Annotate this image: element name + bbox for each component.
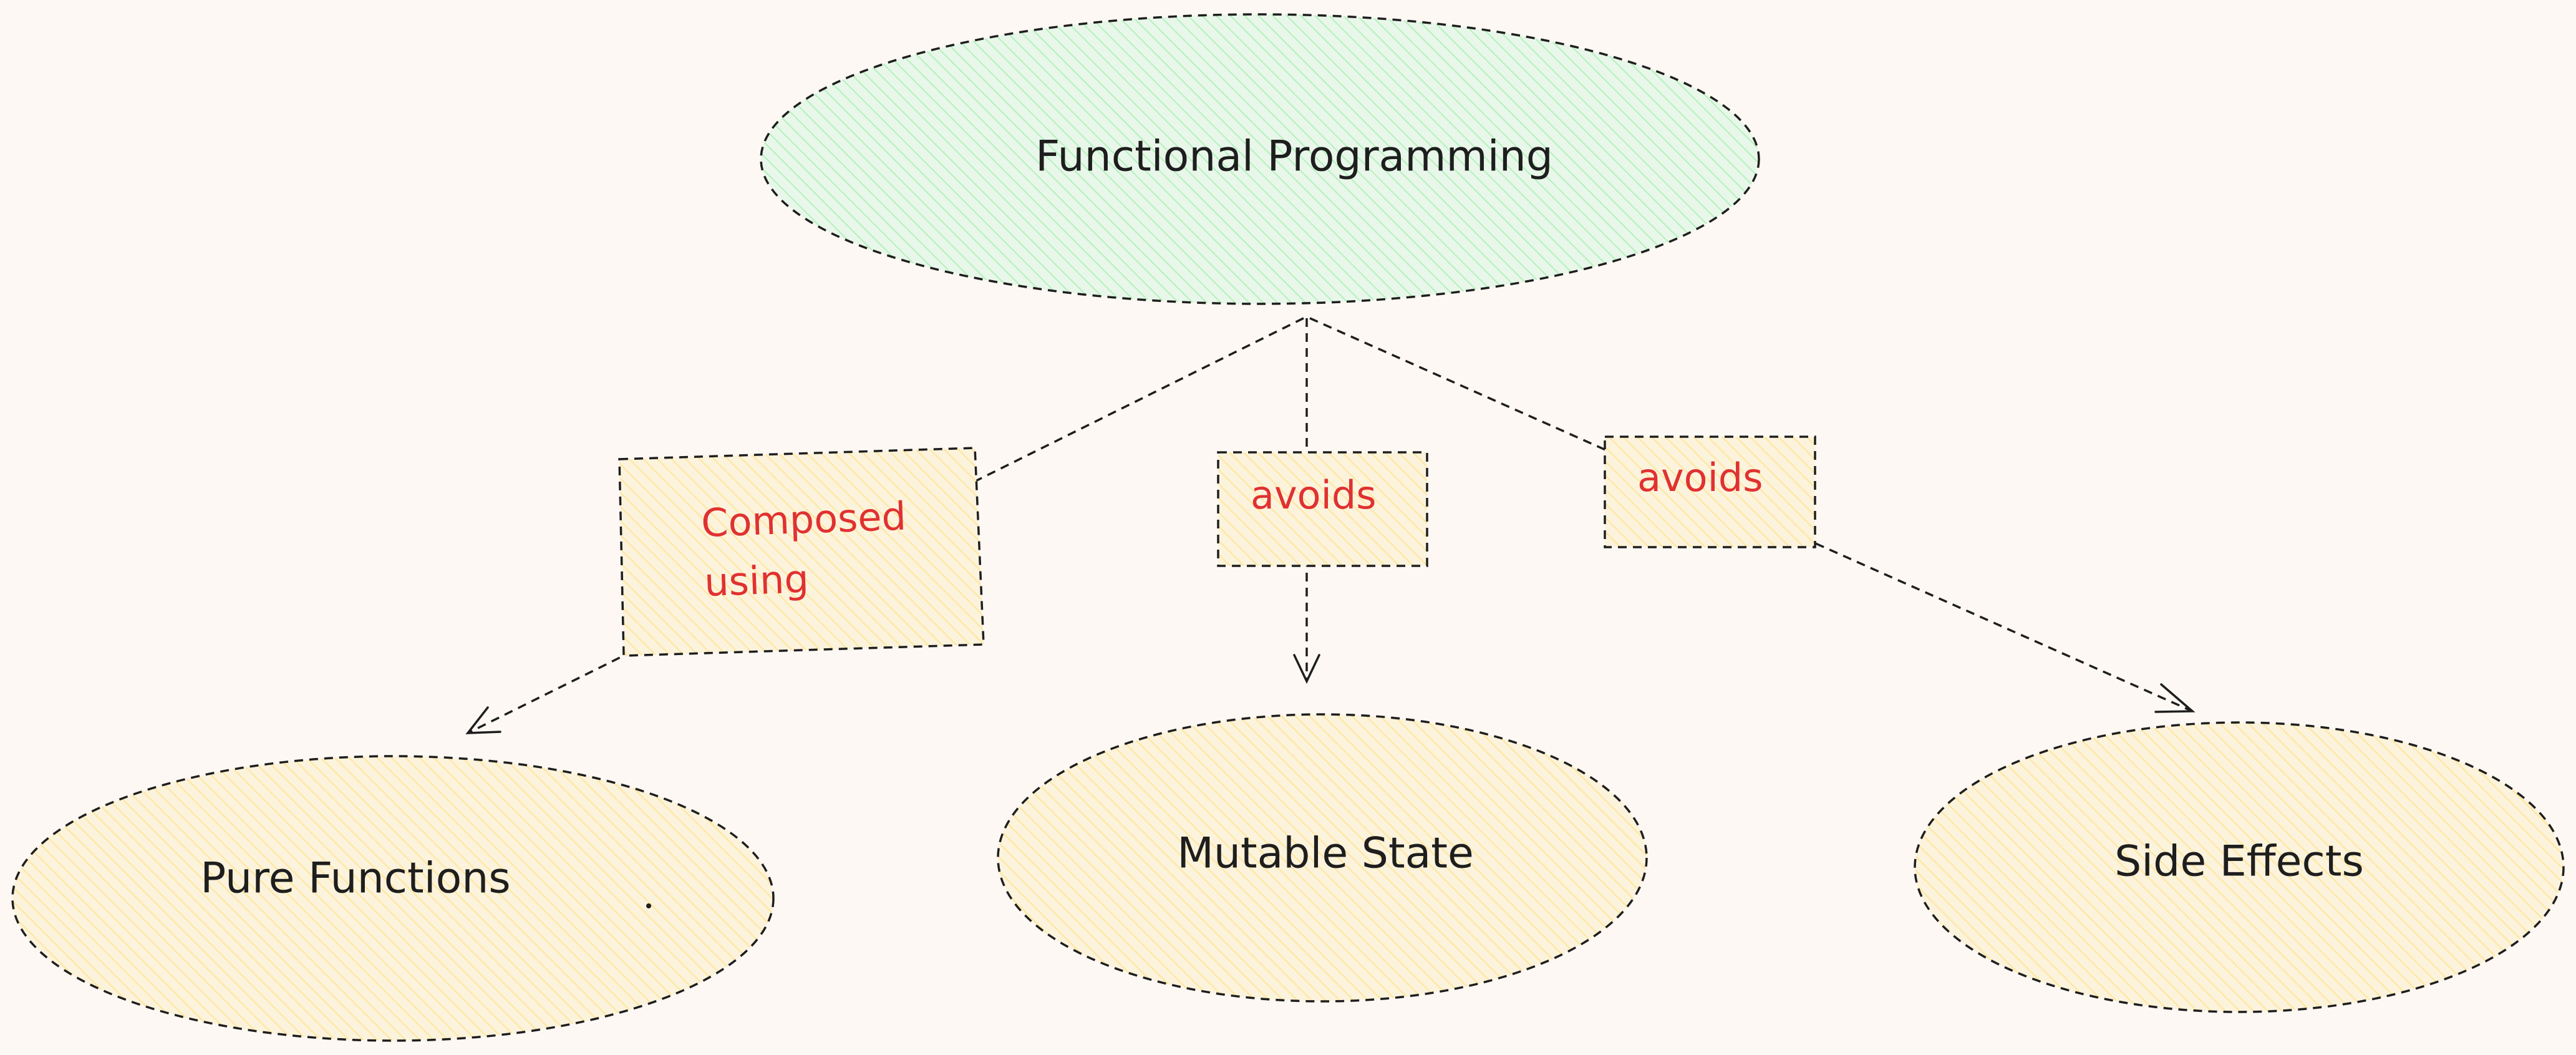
node-mutable-state-outline: [997, 713, 1648, 1003]
node-side-effects-shape: [1915, 722, 2564, 1012]
edge-label-avoids-state[interactable]: avoids: [1217, 451, 1428, 567]
edge-label-avoids-state-box: [1217, 451, 1428, 567]
edge-label-composed-line2: using: [704, 556, 810, 605]
node-pure-functions[interactable]: Pure Functions: [11, 755, 775, 1042]
node-side-effects-outline: [1914, 721, 2565, 1013]
edge-label-avoids-state-text: avoids: [1251, 472, 1377, 518]
node-pure-functions-dot: [646, 903, 651, 908]
node-functional-programming-outline: [760, 13, 1760, 305]
node-pure-functions-label: Pure Functions: [200, 854, 510, 903]
node-functional-programming[interactable]: Functional Programming: [760, 13, 1760, 305]
node-pure-functions-outline: [11, 755, 775, 1042]
edge-label-avoids-effects-text: avoids: [1637, 455, 1763, 500]
edge-label-composed-box: [618, 447, 985, 657]
edge-composed-arrowhead: [465, 706, 501, 734]
node-functional-programming-label: Functional Programming: [1035, 132, 1553, 182]
node-side-effects-label: Side Effects: [2114, 837, 2364, 887]
node-pure-functions-shape: [12, 756, 773, 1041]
edge-label-avoids-effects[interactable]: avoids: [1604, 435, 1816, 548]
edge-label-avoids-effects-box: [1604, 435, 1816, 548]
edge-label-composed-line1: Composed: [700, 493, 907, 546]
node-mutable-state[interactable]: Mutable State: [997, 713, 1648, 1003]
node-side-effects[interactable]: Side Effects: [1914, 721, 2565, 1013]
edge-label-composed-using[interactable]: Composed using: [618, 447, 985, 657]
node-mutable-state-label: Mutable State: [1177, 829, 1474, 878]
node-functional-programming-shape: [761, 14, 1759, 304]
node-mutable-state-shape: [998, 714, 1647, 1001]
edge-avoids-effects-arrowhead: [2154, 683, 2196, 713]
edge-avoids-state-arrowhead: [1293, 654, 1320, 684]
